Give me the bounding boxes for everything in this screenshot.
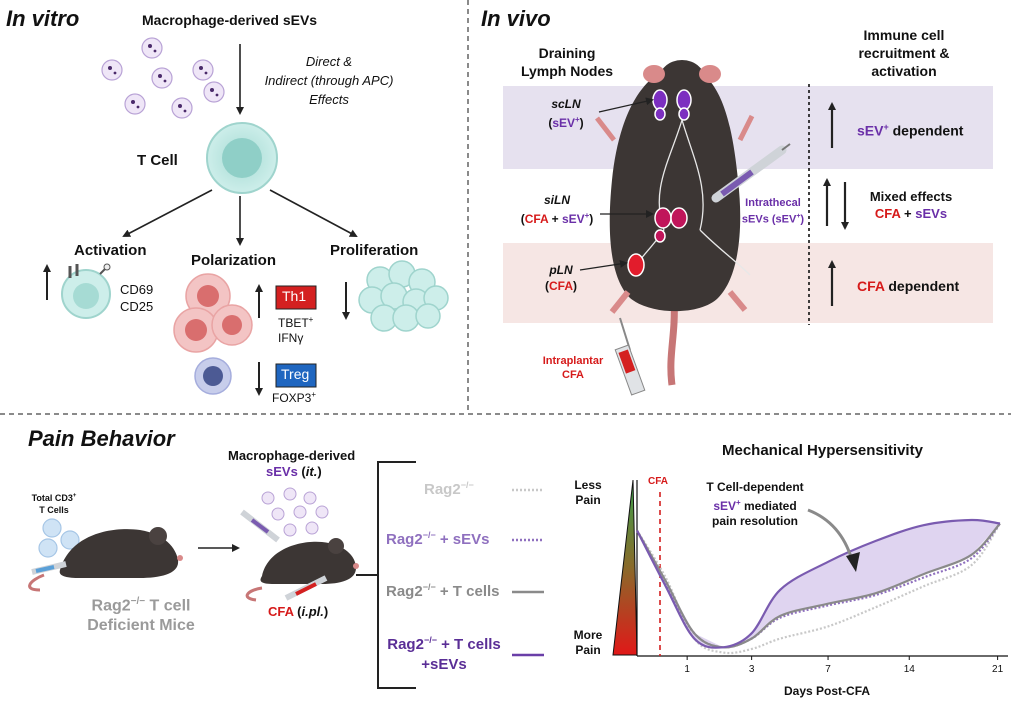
- rag-mouse-illustration: [28, 527, 183, 592]
- t-cell-nucleus: [222, 138, 262, 178]
- series-line-3: [636, 522, 1001, 649]
- series-line-4: [636, 518, 1001, 649]
- pln-label: pLN (CFA): [545, 263, 577, 293]
- intrathecal-syringe-image: [711, 143, 791, 203]
- in-vivo-title: In vivo: [481, 6, 551, 31]
- series-line-2: [636, 522, 1001, 649]
- chart-plot-area: [636, 518, 1001, 660]
- sev-dependent-label: sEV+ dependent: [857, 122, 964, 139]
- pln-pointer: [579, 259, 628, 271]
- activated-t-cell-image: [61, 263, 111, 319]
- activation-markers: CD69 CD25: [120, 282, 154, 314]
- x-tick-label: 21: [992, 664, 1004, 675]
- cfa-ipl-label: CFA (i.pl.): [268, 604, 329, 619]
- sev-particle: [192, 59, 214, 81]
- intrathecal-label: Intrathecal sEVs (sEV+): [741, 197, 805, 226]
- legend-rag-tcells-sevs: Rag2−/− + T cells +sEVs: [387, 635, 501, 673]
- x-axis-label: Days Post-CFA: [784, 684, 871, 698]
- th1-badge: [275, 285, 317, 310]
- sev-particle: [203, 81, 225, 103]
- sev-particle: [124, 93, 146, 115]
- total-cd3-label: Total CD3+ T Cells: [31, 493, 77, 515]
- siln-label: siLN (CFA + sEV+): [520, 193, 594, 226]
- treg-cell-image: [194, 357, 232, 395]
- chart-title: Mechanical Hypersensitivity: [722, 442, 923, 459]
- in-vitro-title: In vitro: [6, 6, 80, 31]
- proliferation-title: Proliferation: [330, 242, 419, 259]
- polarization-title: Polarization: [191, 252, 277, 269]
- annotation-arrow-shaft: [807, 508, 854, 561]
- legend-rag-tcells: Rag2−/− + T cells: [386, 582, 500, 600]
- treg-markers: FOXP3+: [272, 390, 317, 405]
- treg-label: Treg: [281, 366, 310, 382]
- treg-badge: [275, 363, 317, 388]
- cfa-dependent-label: CFA dependent: [857, 278, 960, 294]
- th1-markers: TBET+ IFNγ: [278, 315, 314, 345]
- sev-particle: [171, 97, 193, 119]
- x-tick-label: 14: [903, 664, 915, 675]
- legend-rag: Rag2−/−: [424, 480, 474, 498]
- annotation-label: T Cell-dependent sEV+ mediated pain reso…: [706, 480, 804, 528]
- rag-mice-label: Rag2−/− T cell Deficient Mice: [87, 596, 195, 635]
- effects-label: Direct & Indirect (through APC) Effects: [264, 54, 394, 107]
- sev-small-particles: [261, 487, 329, 537]
- total-cd3-tcells-image: [38, 518, 80, 558]
- more-pain-label: More Pain: [573, 628, 603, 657]
- draining-lymph-nodes-label: Draining Lymph Nodes: [520, 45, 614, 79]
- legend-rag-sevs: Rag2−/− + sEVs: [386, 530, 490, 548]
- sev-particles-group: [101, 37, 225, 119]
- activation-title: Activation: [74, 242, 147, 259]
- th1-cells-image: [173, 273, 253, 353]
- x-tick-label: 3: [748, 664, 755, 675]
- scln-label: scLN (sEV+): [548, 97, 584, 130]
- pain-gradient-triangle: [613, 480, 637, 655]
- sev-particle: [101, 59, 123, 81]
- mouse-illustration: [595, 60, 755, 386]
- sev-particle: [151, 67, 173, 89]
- shaded-resolution-area: [637, 519, 1000, 648]
- cfa-marker-label: CFA: [648, 476, 668, 487]
- proliferating-cells-image: [358, 260, 449, 332]
- arrow-to-proliferation: [269, 189, 358, 237]
- intraplantar-label: Intraplantar CFA: [542, 355, 604, 381]
- mixed-effects-label: Mixed effects CFA + sEVs: [869, 189, 953, 221]
- macrophage-label: Macrophage-derived: [228, 448, 356, 463]
- sev-particle: [141, 37, 163, 59]
- immune-recruitment-label: Immune cell recruitment & activation: [858, 27, 950, 79]
- t-cell-label: T Cell: [137, 152, 178, 169]
- pain-gradient-outline: [612, 479, 638, 656]
- annotation-arrow-head: [846, 552, 860, 572]
- intraplantar-syringe-image: [614, 317, 646, 396]
- th1-label: Th1: [282, 288, 307, 304]
- arrow-to-activation: [122, 189, 213, 237]
- pain-behavior-title: Pain Behavior: [28, 426, 175, 451]
- chart-axes: [636, 480, 1008, 657]
- pln-band: [503, 243, 993, 323]
- x-tick-label: 1: [684, 664, 690, 675]
- sevs-it-label: sEVs (it.): [266, 464, 322, 479]
- scln-pointer: [598, 97, 654, 113]
- x-tick-label: 7: [825, 664, 831, 675]
- macrophage-sevs-label: Macrophage-derived sEVs: [142, 12, 318, 28]
- less-pain-label: Less Pain: [574, 478, 602, 507]
- treated-mouse-illustration: [240, 509, 359, 602]
